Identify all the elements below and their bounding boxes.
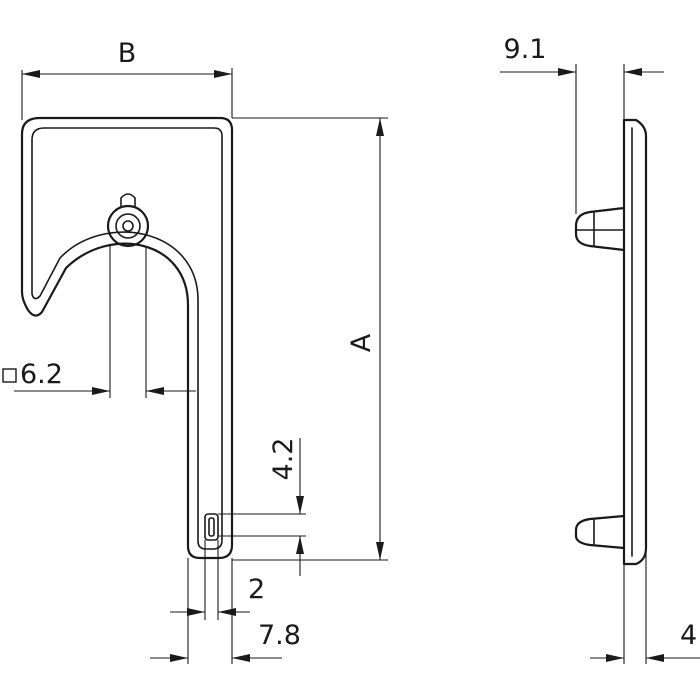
dimension-4: 4 bbox=[590, 548, 700, 664]
rivet-inner-circle bbox=[115, 213, 141, 239]
dimension-a: A bbox=[232, 117, 388, 561]
dimension-b-label: B bbox=[118, 38, 137, 69]
dimension-7-8-label: 7.8 bbox=[258, 620, 301, 651]
rivet-outer-circle bbox=[106, 204, 150, 248]
square-section-icon bbox=[2, 368, 17, 383]
side-plate bbox=[622, 118, 648, 566]
dimension-a-label: A bbox=[346, 333, 377, 352]
dimension-9-1-label: 9.1 bbox=[504, 34, 547, 65]
hook-outer-contour bbox=[20, 116, 234, 560]
dimension-2: 2 bbox=[170, 540, 265, 620]
dimension-4-label: 4 bbox=[680, 620, 697, 651]
dimension-square-label: 6.2 bbox=[20, 359, 63, 390]
dimension-7-8: 7.8 bbox=[150, 558, 301, 664]
hook-inner-contour bbox=[31, 127, 223, 550]
dimension-2-label: 2 bbox=[248, 574, 265, 605]
dimension-square-6-2: 6.2 bbox=[2, 246, 196, 398]
dimension-4-2-label: 4.2 bbox=[268, 438, 299, 481]
rivet-tip bbox=[120, 193, 136, 207]
rivet-core-circle bbox=[122, 220, 134, 232]
hook-slot-inner bbox=[208, 517, 215, 537]
hook-front-view bbox=[20, 116, 234, 560]
dimension-9-1: 9.1 bbox=[500, 34, 664, 214]
dimension-4-2: 4.2 bbox=[218, 438, 306, 576]
hook-side-view bbox=[574, 118, 648, 566]
dimension-b: B bbox=[21, 38, 233, 120]
hook-slot bbox=[204, 513, 219, 541]
upper-pin bbox=[574, 206, 626, 252]
lower-pin bbox=[574, 514, 626, 550]
